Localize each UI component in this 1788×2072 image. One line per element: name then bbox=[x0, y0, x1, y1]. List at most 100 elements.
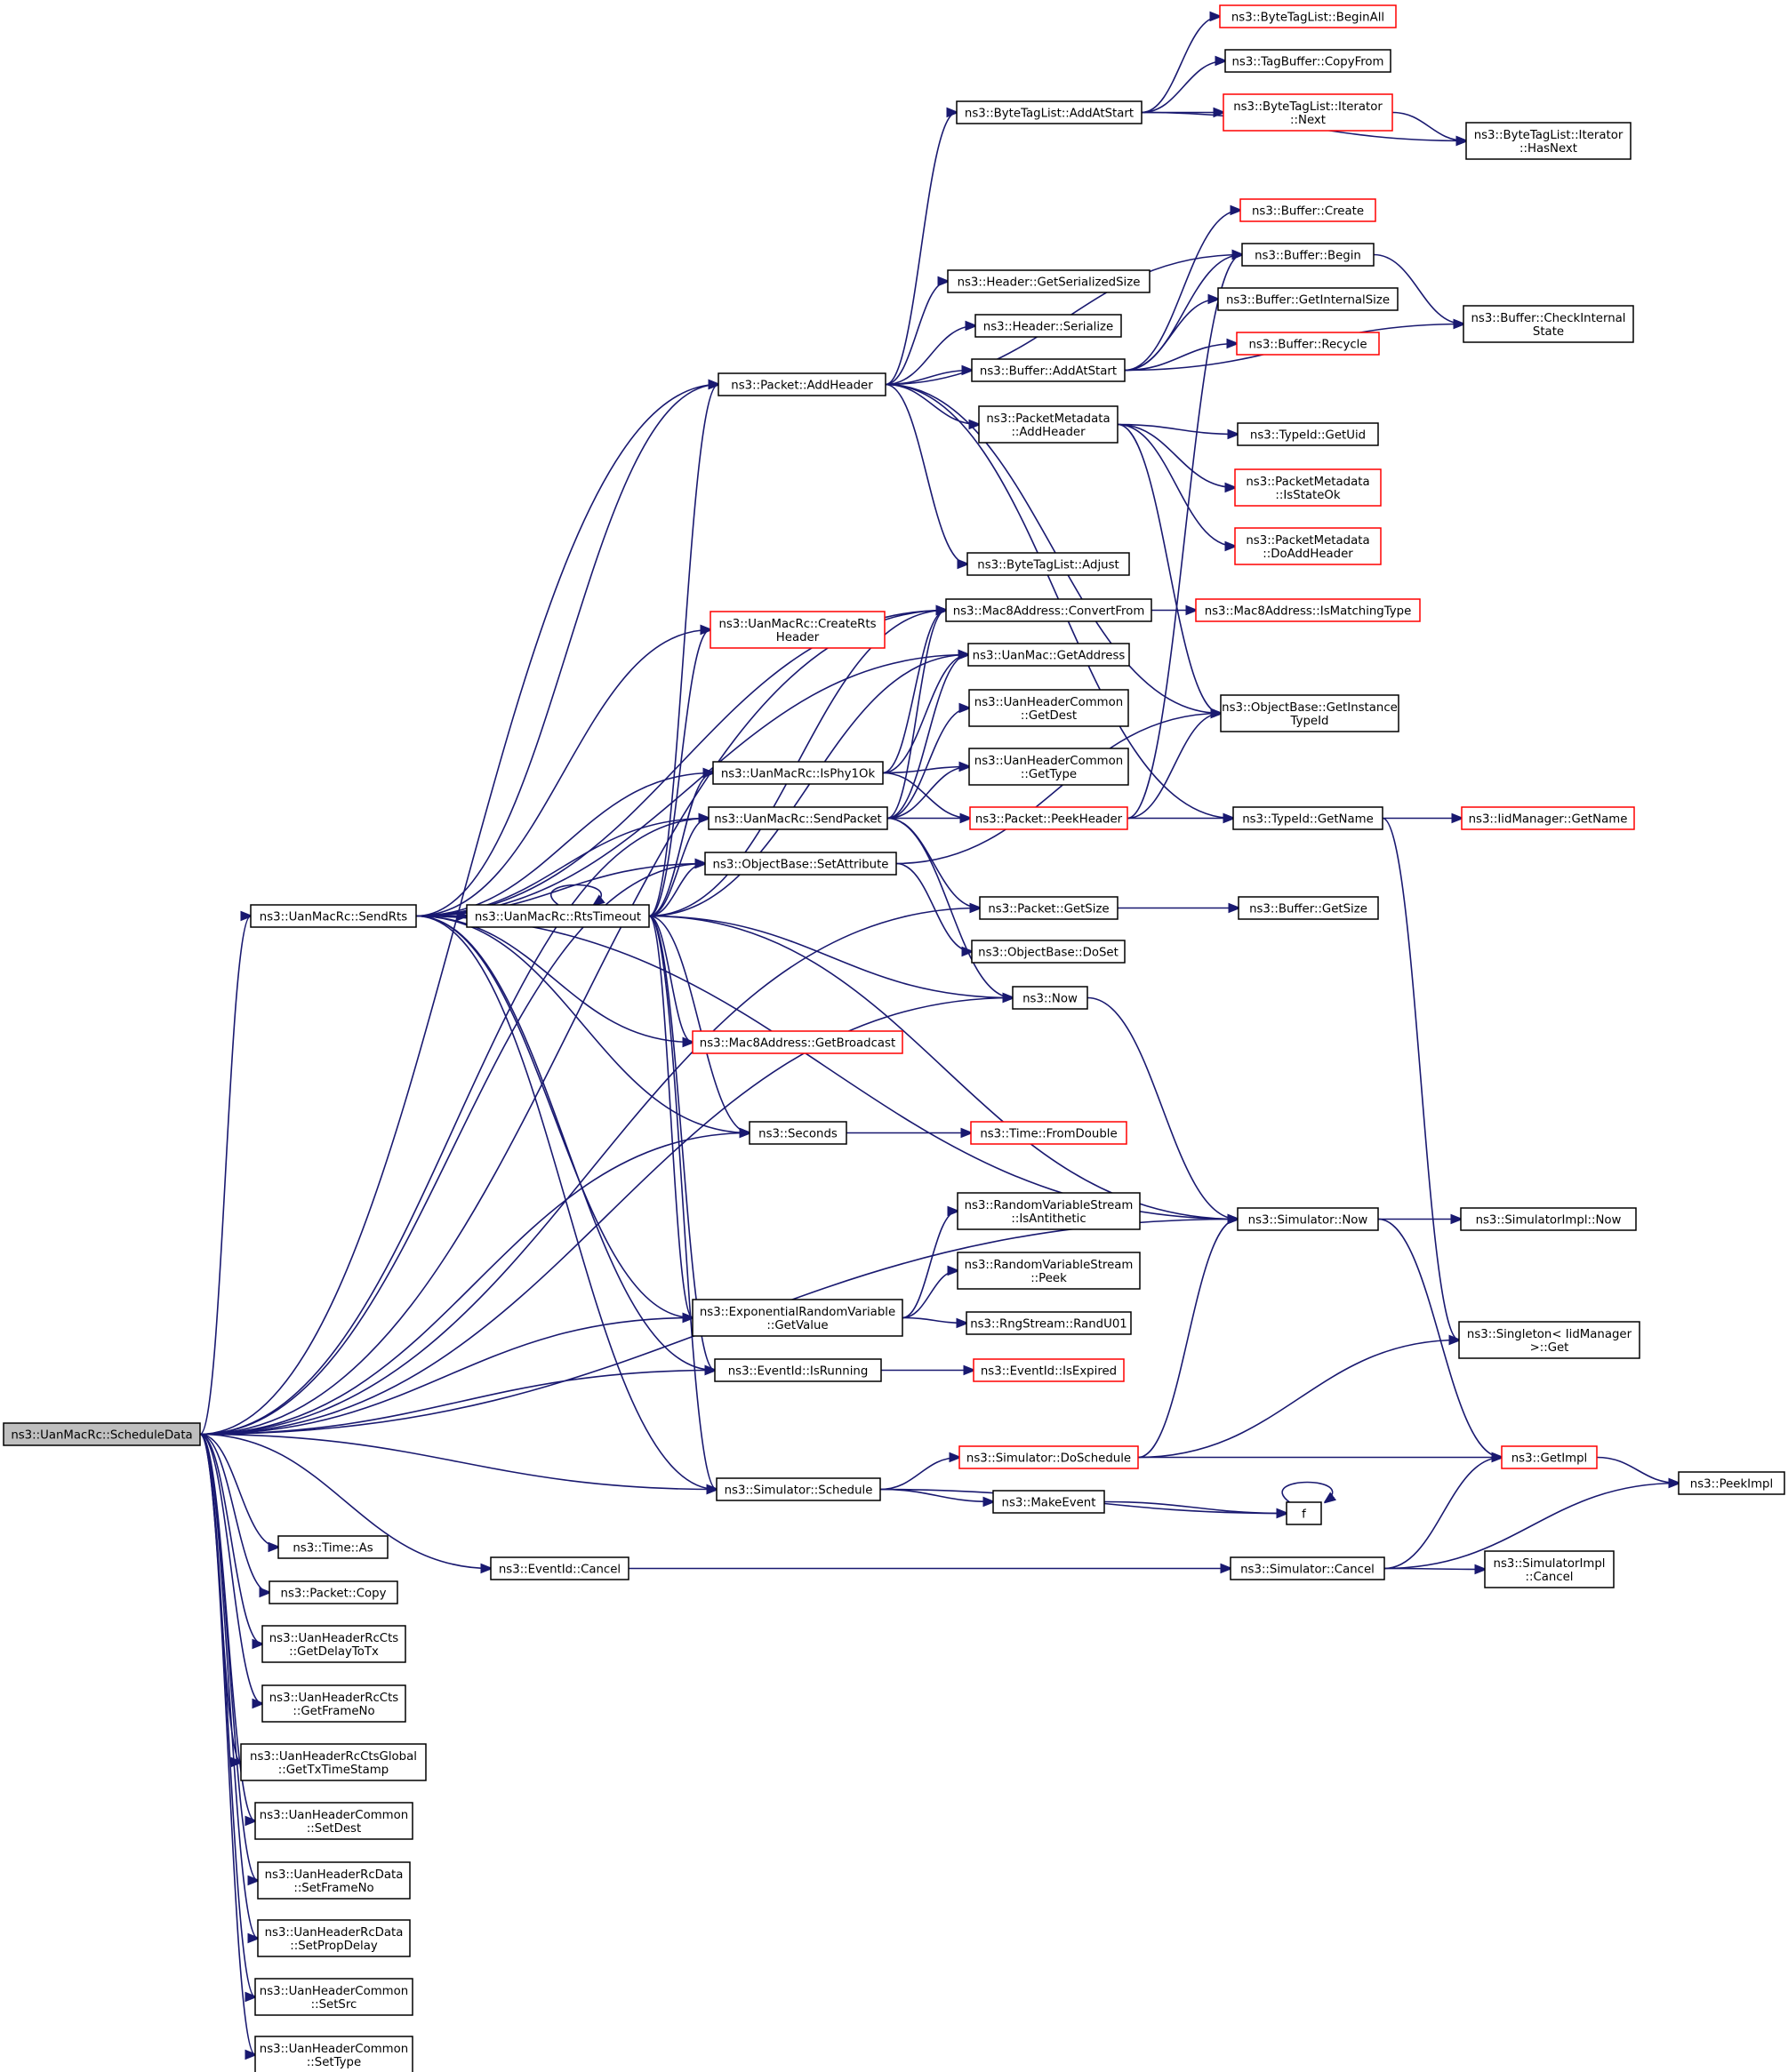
node-make-event[interactable]: ns3::MakeEvent bbox=[992, 1490, 1105, 1514]
node-rts-timeout[interactable]: ns3::UanMacRc::RtsTimeout bbox=[466, 904, 650, 928]
node-sim-impl-now[interactable]: ns3::SimulatorImpl::Now bbox=[1460, 1207, 1637, 1231]
node-box[interactable] bbox=[947, 269, 1151, 293]
node-packet-get-size[interactable]: ns3::Packet::GetSize bbox=[979, 896, 1119, 920]
node-do-add-header[interactable]: ns3::PacketMetadata::DoAddHeader bbox=[1234, 527, 1382, 565]
node-buffer-recycle[interactable]: ns3::Buffer::Recycle bbox=[1236, 332, 1380, 356]
node-box[interactable] bbox=[466, 904, 650, 928]
node-sim-cancel[interactable]: ns3::Simulator::Cancel bbox=[1230, 1556, 1385, 1580]
node-from-double[interactable]: ns3::Time::FromDouble bbox=[970, 1121, 1127, 1145]
node-sim-impl-cancel[interactable]: ns3::SimulatorImpl::Cancel bbox=[1484, 1550, 1615, 1588]
node-box[interactable] bbox=[1219, 4, 1397, 28]
node-get-impl[interactable]: ns3::GetImpl bbox=[1501, 1445, 1598, 1469]
node-buffer-create[interactable]: ns3::Buffer::Create bbox=[1239, 198, 1376, 222]
node-box[interactable] bbox=[254, 1978, 413, 2016]
node-box[interactable] bbox=[1461, 806, 1635, 830]
node-box[interactable] bbox=[250, 904, 417, 928]
node-box[interactable] bbox=[1234, 527, 1382, 565]
node-box[interactable] bbox=[957, 1192, 1141, 1230]
node-singleton-get[interactable]: ns3::Singleton< IidManager >::Get bbox=[1458, 1321, 1640, 1359]
node-add-header[interactable]: ns3::Packet::AddHeader bbox=[718, 372, 886, 396]
node-box[interactable] bbox=[1239, 198, 1376, 222]
node-box[interactable] bbox=[277, 1535, 389, 1559]
node-iter-has-next[interactable]: ns3::ByteTagList::Iterator::HasNext bbox=[1465, 122, 1632, 160]
node-box[interactable] bbox=[945, 598, 1152, 622]
node-box[interactable] bbox=[1220, 694, 1399, 732]
node-box[interactable] bbox=[1236, 332, 1380, 356]
node-set-dest[interactable]: ns3::UanHeaderCommon::SetDest bbox=[254, 1802, 413, 1840]
node-iter-next[interactable]: ns3::ByteTagList::Iterator::Next bbox=[1223, 93, 1393, 132]
node-box[interactable] bbox=[257, 1919, 411, 1957]
node-ns3-now[interactable]: ns3::Now bbox=[1012, 986, 1088, 1010]
node-box[interactable] bbox=[1234, 468, 1382, 507]
node-box[interactable] bbox=[749, 1121, 847, 1145]
node-schedule-data[interactable]: ns3::UanMacRc::ScheduleData bbox=[3, 1422, 201, 1446]
node-peek-impl[interactable]: ns3::PeekImpl bbox=[1678, 1471, 1785, 1495]
node-sim-now[interactable]: ns3::Simulator::Now bbox=[1237, 1207, 1379, 1231]
node-get-type[interactable]: ns3::UanHeaderCommon::GetType bbox=[968, 748, 1129, 786]
node-box[interactable] bbox=[967, 643, 1130, 667]
node-time-as[interactable]: ns3::Time::As bbox=[277, 1535, 389, 1559]
node-get-frame-no[interactable]: ns3::UanHeaderRcCts::GetFrameNo bbox=[261, 1684, 406, 1723]
node-box[interactable] bbox=[992, 1490, 1105, 1514]
node-box[interactable] bbox=[490, 1556, 629, 1580]
node-buffer-get-size[interactable]: ns3::Buffer::GetSize bbox=[1238, 896, 1379, 920]
node-buffer-add-at-start[interactable]: ns3::Buffer::AddAtStart bbox=[971, 358, 1126, 382]
node-box[interactable] bbox=[712, 761, 884, 785]
node-box[interactable] bbox=[971, 940, 1126, 964]
node-is-expired[interactable]: ns3::EventId::IsExpired bbox=[973, 1358, 1125, 1382]
node-box[interactable] bbox=[956, 100, 1143, 124]
node-box[interactable] bbox=[254, 2036, 413, 2072]
node-type-id-get-uid[interactable]: ns3::TypeId::GetUid bbox=[1237, 422, 1379, 446]
node-get-broadcast[interactable]: ns3::Mac8Address::GetBroadcast bbox=[692, 1030, 903, 1054]
node-box[interactable] bbox=[966, 552, 1130, 576]
node-box[interactable] bbox=[957, 1252, 1141, 1290]
node-byte-tag-add-at-start[interactable]: ns3::ByteTagList::AddAtStart bbox=[956, 100, 1143, 124]
node-box[interactable] bbox=[1501, 1445, 1598, 1469]
node-get-dest[interactable]: ns3::UanHeaderCommon::GetDest bbox=[968, 689, 1129, 727]
node-is-phy1-ok[interactable]: ns3::UanMacRc::IsPhy1Ok bbox=[712, 761, 884, 785]
node-box[interactable] bbox=[714, 1358, 882, 1382]
node-box[interactable] bbox=[1678, 1471, 1785, 1495]
node-rvs-peek[interactable]: ns3::RandomVariableStream::Peek bbox=[957, 1252, 1141, 1290]
node-box[interactable] bbox=[1463, 305, 1634, 343]
node-buffer-begin[interactable]: ns3::Buffer::Begin bbox=[1241, 243, 1375, 267]
node-set-prop-delay[interactable]: ns3::UanHeaderRcData::SetPropDelay bbox=[257, 1919, 411, 1957]
node-box[interactable] bbox=[958, 1445, 1139, 1469]
node-box[interactable] bbox=[1286, 1501, 1322, 1525]
node-box[interactable] bbox=[1232, 806, 1383, 830]
node-send-packet[interactable]: ns3::UanMacRc::SendPacket bbox=[708, 806, 888, 830]
node-do-set[interactable]: ns3::ObjectBase::DoSet bbox=[971, 940, 1126, 964]
node-f[interactable]: f bbox=[1286, 1501, 1322, 1525]
node-get-address[interactable]: ns3::UanMac::GetAddress bbox=[967, 643, 1130, 667]
node-get-delay-to-tx[interactable]: ns3::UanHeaderRcCts::GetDelayToTx bbox=[261, 1625, 406, 1663]
node-is-state-ok[interactable]: ns3::PacketMetadata::IsStateOk bbox=[1234, 468, 1382, 507]
node-box[interactable] bbox=[1237, 1207, 1379, 1231]
node-set-frame-no[interactable]: ns3::UanHeaderRcData::SetFrameNo bbox=[257, 1861, 411, 1900]
node-box[interactable] bbox=[968, 689, 1129, 727]
node-is-running[interactable]: ns3::EventId::IsRunning bbox=[714, 1358, 882, 1382]
node-set-src[interactable]: ns3::UanHeaderCommon::SetSrc bbox=[254, 1978, 413, 2016]
node-box[interactable] bbox=[1458, 1321, 1640, 1359]
node-box[interactable] bbox=[979, 896, 1119, 920]
node-box[interactable] bbox=[3, 1422, 201, 1446]
node-get-internal-size[interactable]: ns3::Buffer::GetInternalSize bbox=[1217, 287, 1399, 311]
node-box[interactable] bbox=[968, 748, 1129, 786]
node-box[interactable] bbox=[1195, 598, 1421, 622]
node-box[interactable] bbox=[708, 806, 888, 830]
node-tag-buffer-copy-from[interactable]: ns3::TagBuffer::CopyFrom bbox=[1224, 49, 1391, 73]
node-box[interactable] bbox=[1012, 986, 1088, 1010]
node-exp-get-value[interactable]: ns3::ExponentialRandomVariable::GetValue bbox=[692, 1299, 903, 1337]
node-box[interactable] bbox=[710, 611, 886, 649]
node-box[interactable] bbox=[257, 1861, 411, 1900]
node-byte-tag-adjust[interactable]: ns3::ByteTagList::Adjust bbox=[966, 552, 1130, 576]
node-convert-from[interactable]: ns3::Mac8Address::ConvertFrom bbox=[945, 598, 1152, 622]
node-event-cancel[interactable]: ns3::EventId::Cancel bbox=[490, 1556, 629, 1580]
node-box[interactable] bbox=[1224, 49, 1391, 73]
node-box[interactable] bbox=[1465, 122, 1632, 160]
node-box[interactable] bbox=[261, 1684, 406, 1723]
node-iid-get-name[interactable]: ns3::IidManager::GetName bbox=[1461, 806, 1635, 830]
node-header-serialize[interactable]: ns3::Header::Serialize bbox=[974, 314, 1122, 338]
node-do-schedule[interactable]: ns3::Simulator::DoSchedule bbox=[958, 1445, 1139, 1469]
node-box[interactable] bbox=[718, 372, 886, 396]
